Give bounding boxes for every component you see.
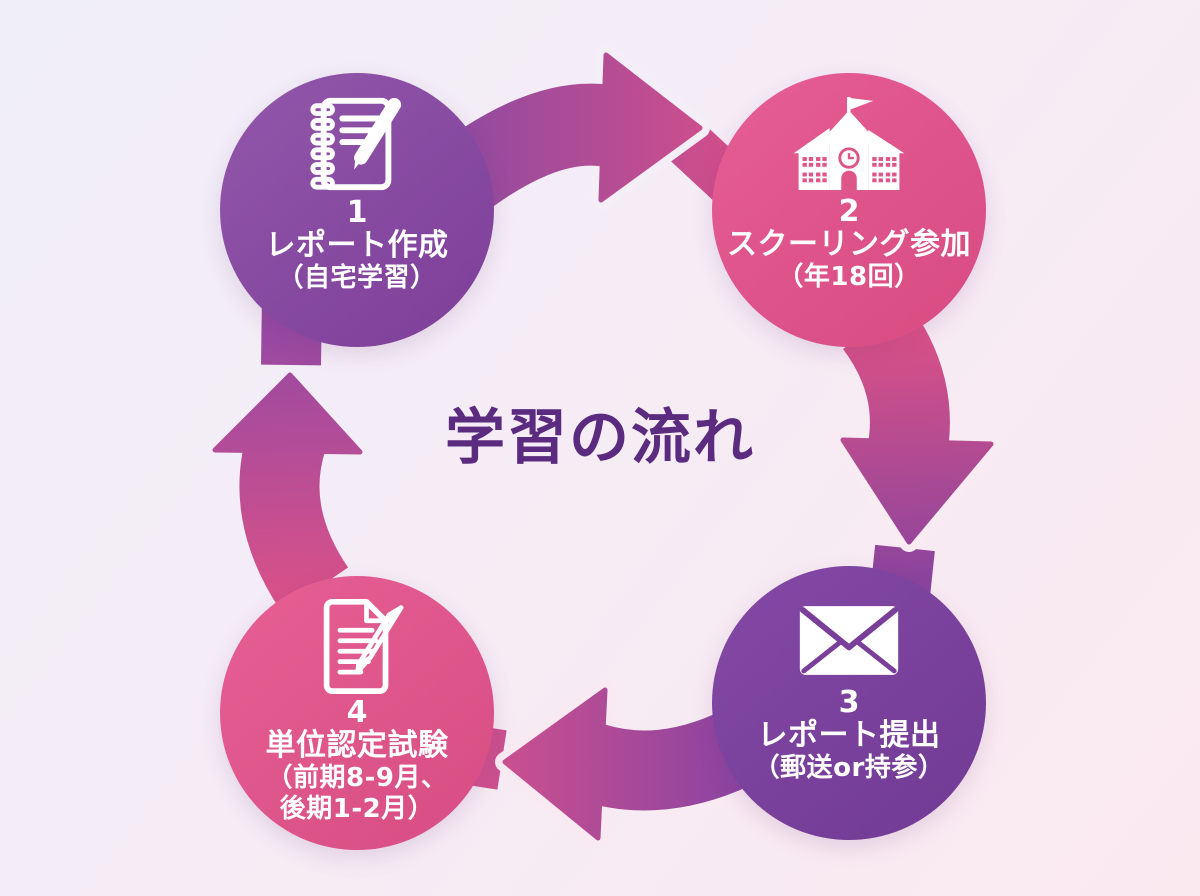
school-building-icon (793, 96, 905, 191)
notebook-pen-icon (310, 97, 402, 191)
document-pencil-icon (323, 598, 404, 694)
step-3-circle: 3 レポート提出 （郵送or持参） (712, 566, 986, 840)
envelope-icon (799, 606, 899, 675)
step-number: 2 (838, 194, 860, 229)
step-number: 4 (346, 695, 368, 730)
step-number: 1 (346, 195, 368, 230)
step-4-circle: 4 単位認定試験 （前期8-9月、 後期1-2月） (220, 576, 494, 850)
step-sublabel: （自宅学習） (277, 263, 437, 293)
step-sublabel-line2: 後期1-2月） (279, 794, 435, 825)
step-sublabel: （年18回） (777, 262, 921, 292)
diagram-title: 学習の流れ (445, 403, 755, 473)
step-label: 単位認定試験 (265, 727, 449, 763)
step-label: スクーリング参加 (727, 226, 971, 262)
step-sublabel: （前期8-9月、 (266, 763, 448, 793)
step-2-circle: 2 スクーリング参加 （年18回） (712, 73, 986, 347)
step-number: 3 (838, 685, 860, 720)
step-sublabel: （郵送or持参） (753, 753, 945, 783)
step-label: レポート作成 (265, 227, 449, 263)
step-1-circle: 1 レポート作成 （自宅学習） (220, 73, 494, 347)
step-label: レポート提出 (757, 717, 941, 753)
